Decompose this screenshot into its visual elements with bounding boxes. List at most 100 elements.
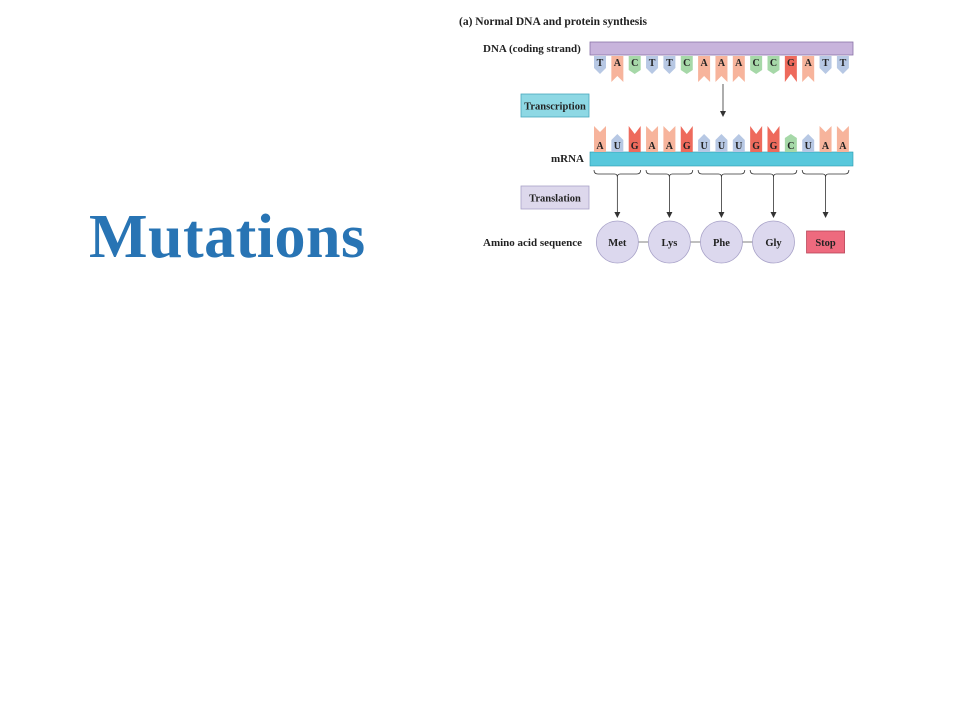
amino-acid-circle [595,220,639,264]
amino-acid: Met [595,220,639,264]
mrna-base: U [802,134,815,152]
dna-base-shape [802,56,815,82]
dna-base: C [680,56,693,74]
dna-base: A [732,56,745,82]
mrna-base-shape [767,126,780,152]
mrna-base-shape [663,126,676,152]
dna-base-shape [698,56,711,82]
amino-acid-label: Phe [713,238,730,249]
dna-base-shape [628,56,641,74]
dna-base-shape [732,56,745,82]
mrna-base-letter: G [770,141,778,152]
mrna-base: G [767,126,780,152]
dna-base-letter: C [683,58,690,69]
mrna-base-letter: A [822,141,830,152]
dna-base: T [663,56,676,74]
amino-acid-circle [700,220,743,264]
mrna-base: U [698,134,711,152]
mrna-base-letter: A [596,141,604,152]
translation-arrowhead [718,212,725,218]
mrna-base-shape [750,126,763,152]
dna-label: DNA (coding strand) [483,43,581,55]
amino-acid: Gly [752,220,795,264]
mrna-base-shape [698,134,711,152]
mrna-base-shape [819,126,832,152]
codon-brace [749,169,798,178]
mrna-base-letter: A [839,141,847,152]
translation-arrowhead [822,212,829,218]
dna-base-shape [819,56,832,74]
dna-base-letter: T [840,58,847,69]
dna-base-letter: T [822,58,829,69]
mrna-backbone [589,151,854,167]
mrna-base-shape [732,134,745,152]
mrna-base-letter: G [752,141,760,152]
dna-base-letter: T [666,58,673,69]
mrna-base: A [646,126,659,152]
mrna-base-shape [802,134,815,152]
mrna-base: A [594,126,606,152]
mrna-base: A [663,126,676,152]
dna-base: A [611,56,624,82]
dna-base: T [836,56,849,74]
dna-base-letter: A [614,58,622,69]
dna-base-letter: C [753,58,760,69]
amino-acid-label: Met [608,238,627,249]
mrna-base-shape [715,134,728,152]
dna-base-letter: A [735,58,743,69]
slide-title: Mutations [89,203,366,271]
dna-base: G [784,56,797,82]
dna-base-letter: T [597,58,604,69]
dna-base-shape [611,56,624,82]
mrna-base-shape [680,126,693,152]
dna-base-shape [680,56,693,74]
amino-acid: Phe [700,220,743,264]
mrna-base-letter: A [666,141,674,152]
mrna-base-shape [784,134,797,152]
dna-base: A [698,56,711,82]
translation-arrowhead [770,212,777,218]
amino-acid-circle [752,220,795,264]
dna-base-letter: T [649,58,656,69]
amino-acid-label: Lys [662,238,678,249]
amino-acid-circle [648,220,691,264]
mrna-base-shape [611,134,624,152]
mrna-base-letter: U [735,141,742,152]
amino-acid-label: Stop [815,238,836,249]
dna-base: T [646,56,659,74]
dna-base-shape [750,56,763,74]
stop-codon-box [806,230,845,254]
mrna-base: U [611,134,624,152]
translation-arrowhead [614,212,621,218]
mrna-base: A [819,126,832,152]
amino-acid: Lys [648,220,691,264]
dna-base-letter: C [631,58,638,69]
dna-base-shape [836,56,849,74]
mrna-base: C [784,134,797,152]
mrna-base: G [750,126,763,152]
dna-base-shape [767,56,780,74]
mrna-base-letter: U [718,141,725,152]
mrna-base-letter: U [805,141,812,152]
codon-brace [801,169,850,178]
mrna-base: U [732,134,745,152]
transcription-arrowhead [720,111,726,117]
dna-base: C [767,56,780,74]
mrna-base: G [628,126,641,152]
dna-base: T [819,56,832,74]
panel-label: (a) Normal DNA and protein synthesis [459,16,647,28]
mrna-base-letter: U [700,141,707,152]
dna-base-letter: A [805,58,813,69]
amino-acid-label: Gly [765,238,782,249]
dna-base-shape [594,56,606,74]
amino-acid-sequence-label: Amino acid sequence [483,237,582,249]
dna-backbone [589,41,854,56]
dna-base-letter: A [700,58,708,69]
dna-base: A [715,56,728,82]
translation-arrowhead [666,212,673,218]
mrna-base-shape [594,126,606,152]
mrna-base-letter: G [683,141,691,152]
dna-base-letter: G [787,58,795,69]
dna-base-shape [646,56,659,74]
